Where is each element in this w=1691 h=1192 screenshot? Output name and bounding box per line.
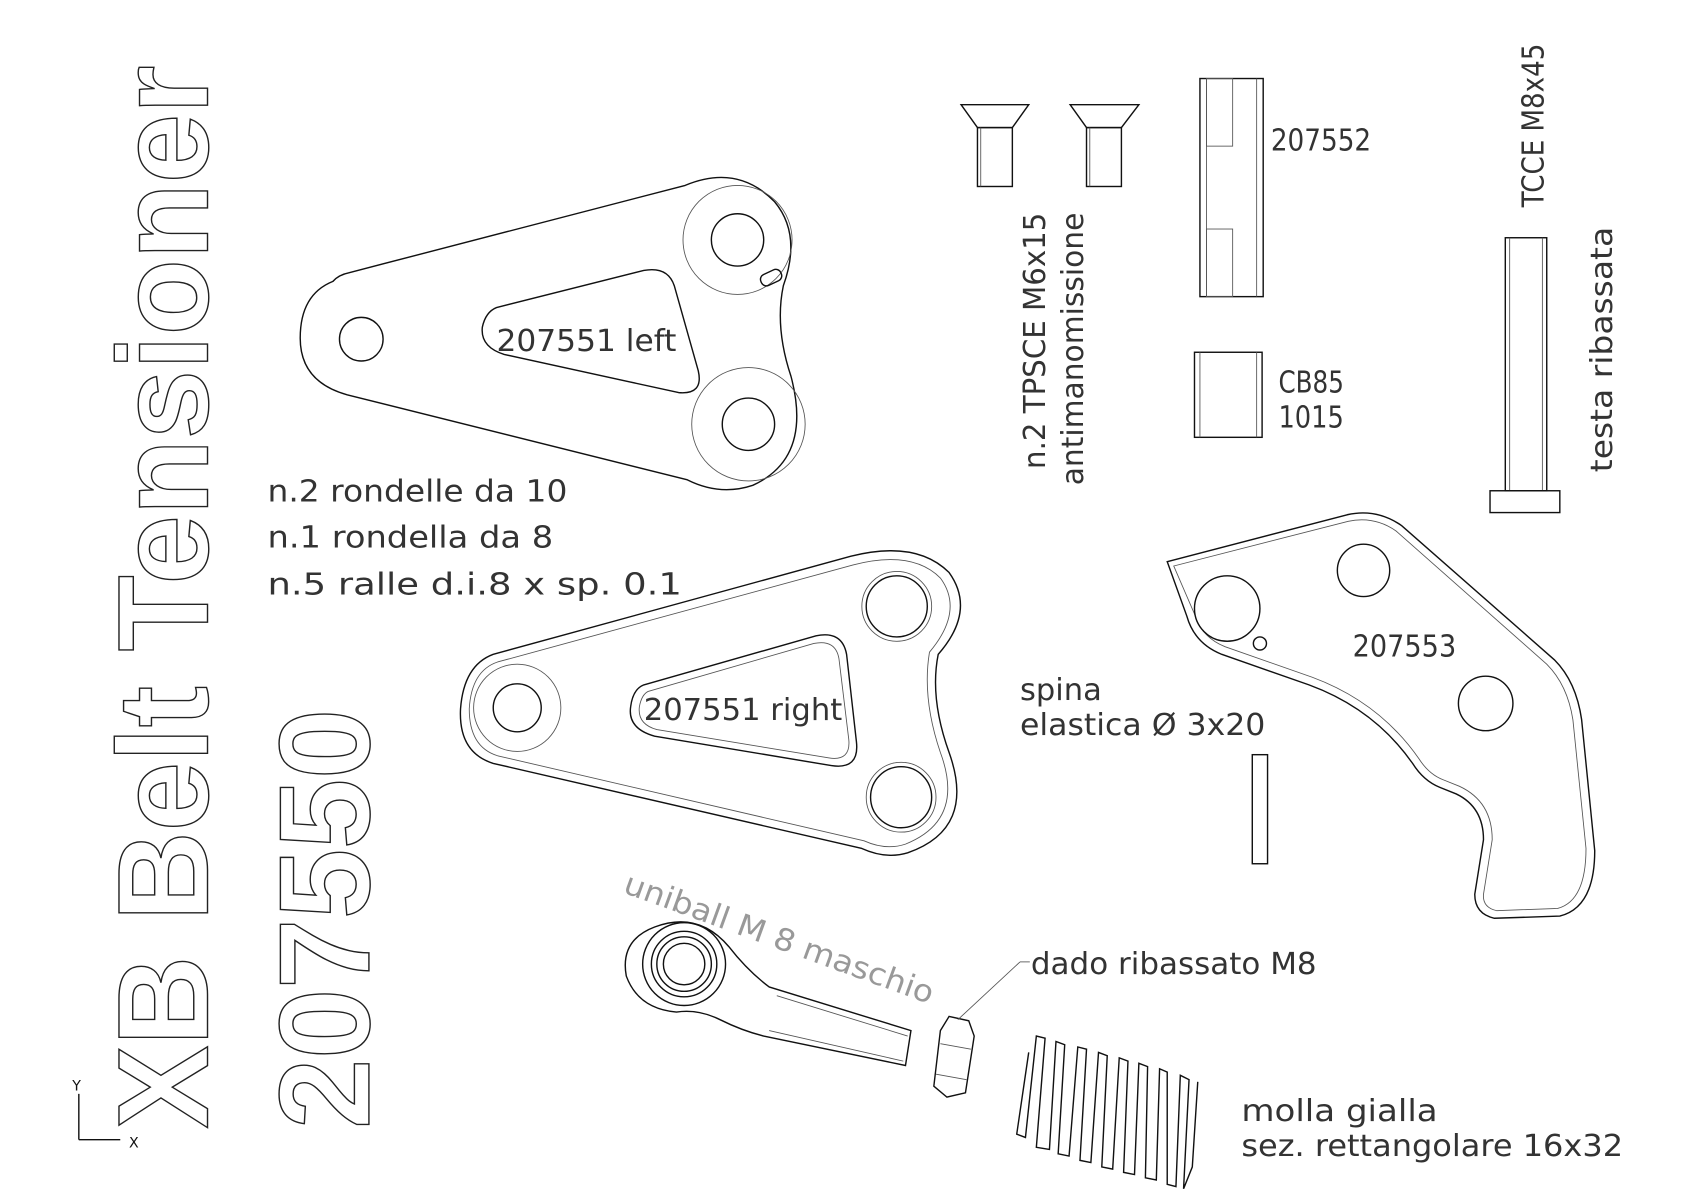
bolt-label: TCCE M8x45: [1516, 44, 1551, 208]
screws-note: antimanomissione: [1056, 213, 1091, 486]
plate-label: 207553: [1353, 630, 1457, 665]
right-arm-part: 207551 right: [459, 550, 962, 856]
right-arm-label: 207551 right: [644, 693, 843, 728]
nut-leader-line: [957, 961, 1021, 1021]
axis-y-label: Y: [71, 1079, 81, 1095]
note-washers-10: n.2 rondelle da 10: [267, 475, 567, 510]
left-arm-part: 207551 left: [299, 176, 806, 491]
spring-spec: sez. rettangolare 16x32: [1241, 1129, 1623, 1164]
plate-207553: 207553: [1166, 512, 1596, 919]
screws-label: n.2 TPSCE M6x15: [1018, 213, 1053, 469]
pin-label: spina: [1020, 673, 1102, 708]
countersunk-screw: [1068, 103, 1141, 188]
drawing-title: XB Belt Tensioner: [93, 65, 236, 1128]
note-shims: n.5 ralle d.i.8 x sp. 0.1: [267, 567, 681, 602]
bolt-note: testa ribassata: [1585, 227, 1620, 472]
note-washer-8: n.1 rondella da 8: [267, 520, 553, 555]
spring-pin: [1251, 753, 1269, 865]
axis-x-label: X: [129, 1135, 139, 1151]
compression-spring: [1015, 1035, 1199, 1189]
bushing2-code: CB85: [1278, 366, 1343, 401]
uniball-rod-end: [624, 921, 912, 1067]
bushing-cb85: [1193, 351, 1263, 439]
left-arm-label: 207551 left: [497, 324, 677, 359]
drawing-number: 207550: [254, 709, 397, 1129]
hex-nut: [933, 1015, 975, 1098]
bushing-207552: [1199, 77, 1264, 298]
countersunk-screw: [959, 103, 1031, 188]
ucs-axis-icon: Y X: [71, 1079, 139, 1152]
spring-label: molla gialla: [1241, 1094, 1437, 1129]
low-head-bolt: [1489, 237, 1561, 514]
pin-spec: elastica Ø 3x20: [1020, 708, 1265, 743]
nut-label: dado ribassato M8: [1031, 947, 1317, 982]
bushing-label: 207552: [1271, 123, 1371, 158]
bushing2-size: 1015: [1278, 401, 1343, 436]
